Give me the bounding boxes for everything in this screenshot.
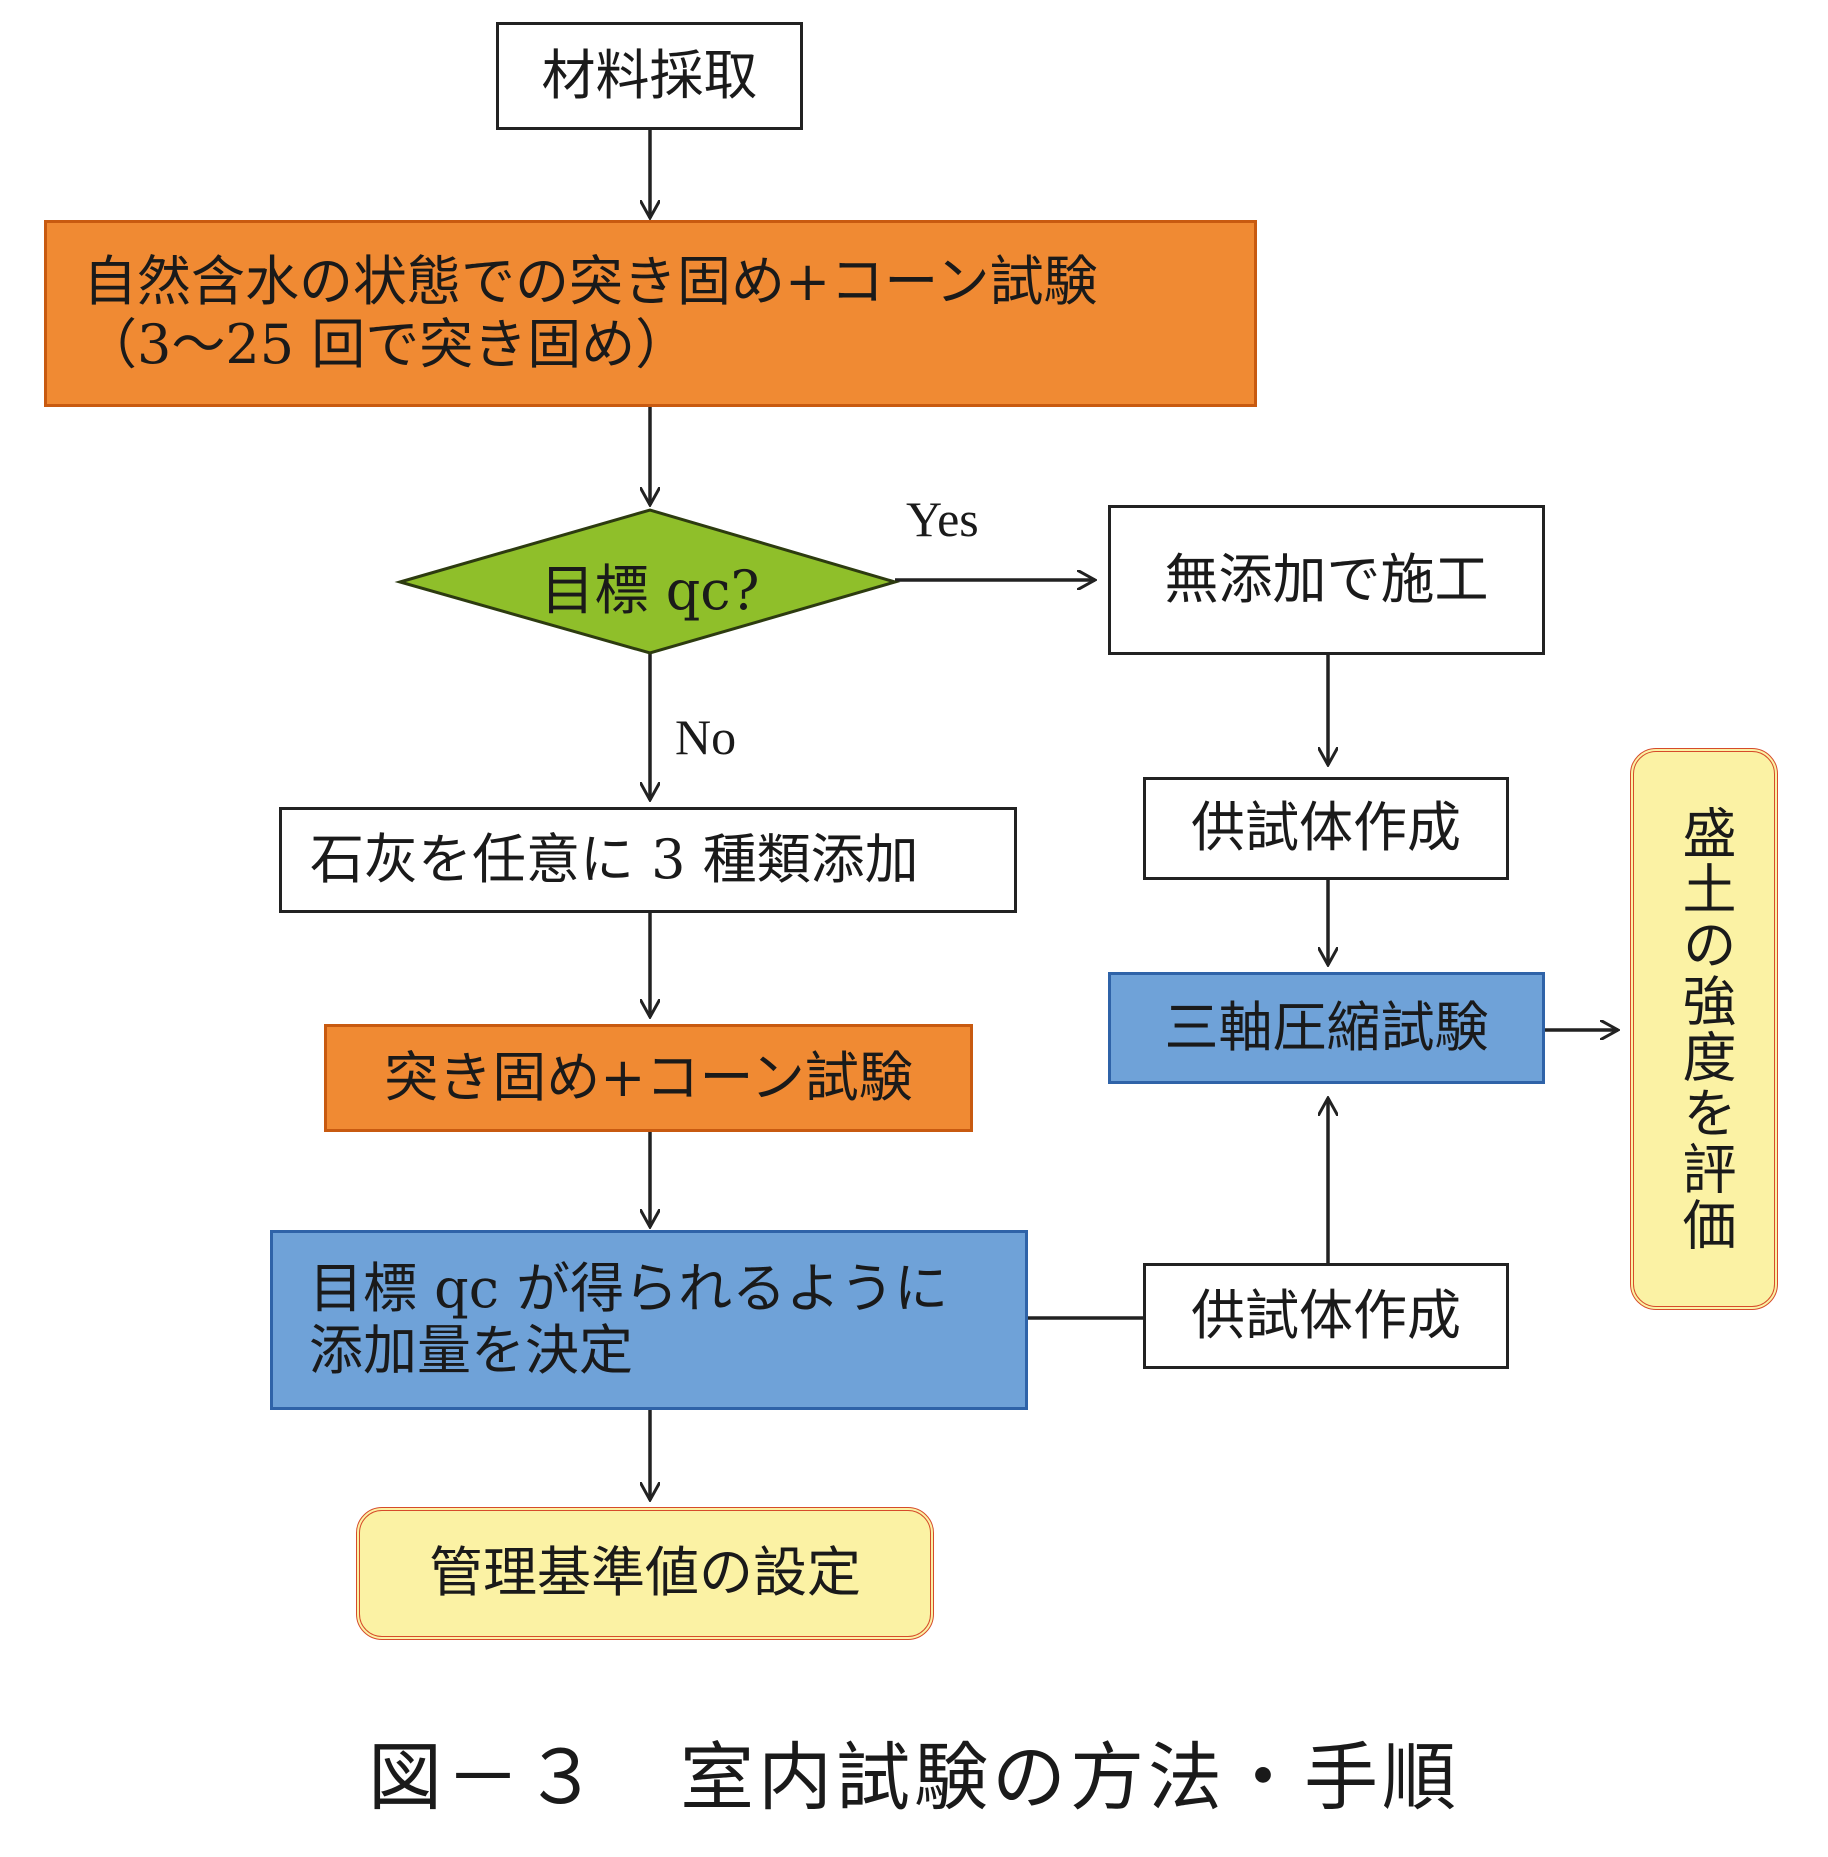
decision-diamond (394, 508, 901, 655)
node-label-line1: 自然含水の状態での突き固め+コーン試験 (83, 250, 1098, 314)
node-label: 材料採取 (541, 43, 758, 107)
edge-label-yes: Yes (906, 491, 979, 547)
node-specimen-preparation-upper: 供試体作成 (1143, 777, 1509, 880)
node-label: 盛土の強度を評価 (1673, 805, 1737, 1253)
node-label: 石灰を任意に 3 種類添加 (310, 827, 919, 891)
node-evaluate-embankment-strength: 盛土の強度を評価 (1630, 748, 1778, 1310)
node-label-line2: 添加量を決定 (309, 1319, 633, 1382)
node-label-line1: 目標 qc が得られるように (309, 1256, 949, 1320)
edge-label-no: No (675, 709, 737, 765)
node-triaxial-compression-test: 三軸圧縮試験 (1108, 972, 1545, 1084)
node-label: 三軸圧縮試験 (1164, 995, 1489, 1059)
node-label: 供試体作成 (1191, 796, 1461, 860)
node-natural-moisture-compaction: 自然含水の状態での突き固め+コーン試験 （3～25 回で突き固め） (44, 220, 1257, 407)
node-label: 突き固め+コーン試験 (384, 1045, 913, 1109)
node-compaction-cone-test: 突き固め+コーン試験 (324, 1024, 973, 1132)
node-material-sampling: 材料採取 (496, 22, 803, 130)
node-specimen-preparation-lower: 供試体作成 (1143, 1263, 1509, 1369)
node-set-management-standard: 管理基準値の設定 (356, 1507, 934, 1640)
node-determine-additive-amount: 目標 qc が得られるように 添加量を決定 (270, 1230, 1028, 1410)
node-label: 管理基準値の設定 (429, 1541, 861, 1605)
figure-caption: 図－３ 室内試験の方法・手順 (368, 1735, 1460, 1821)
node-add-lime: 石灰を任意に 3 種類添加 (279, 807, 1017, 913)
node-label: 無添加で施工 (1164, 547, 1489, 611)
node-no-additive-construction: 無添加で施工 (1108, 505, 1545, 655)
decision-label: 目標 qc? (540, 558, 760, 622)
node-label-line2: （3～25 回で突き固め） (83, 312, 690, 376)
node-label: 供試体作成 (1191, 1283, 1461, 1347)
